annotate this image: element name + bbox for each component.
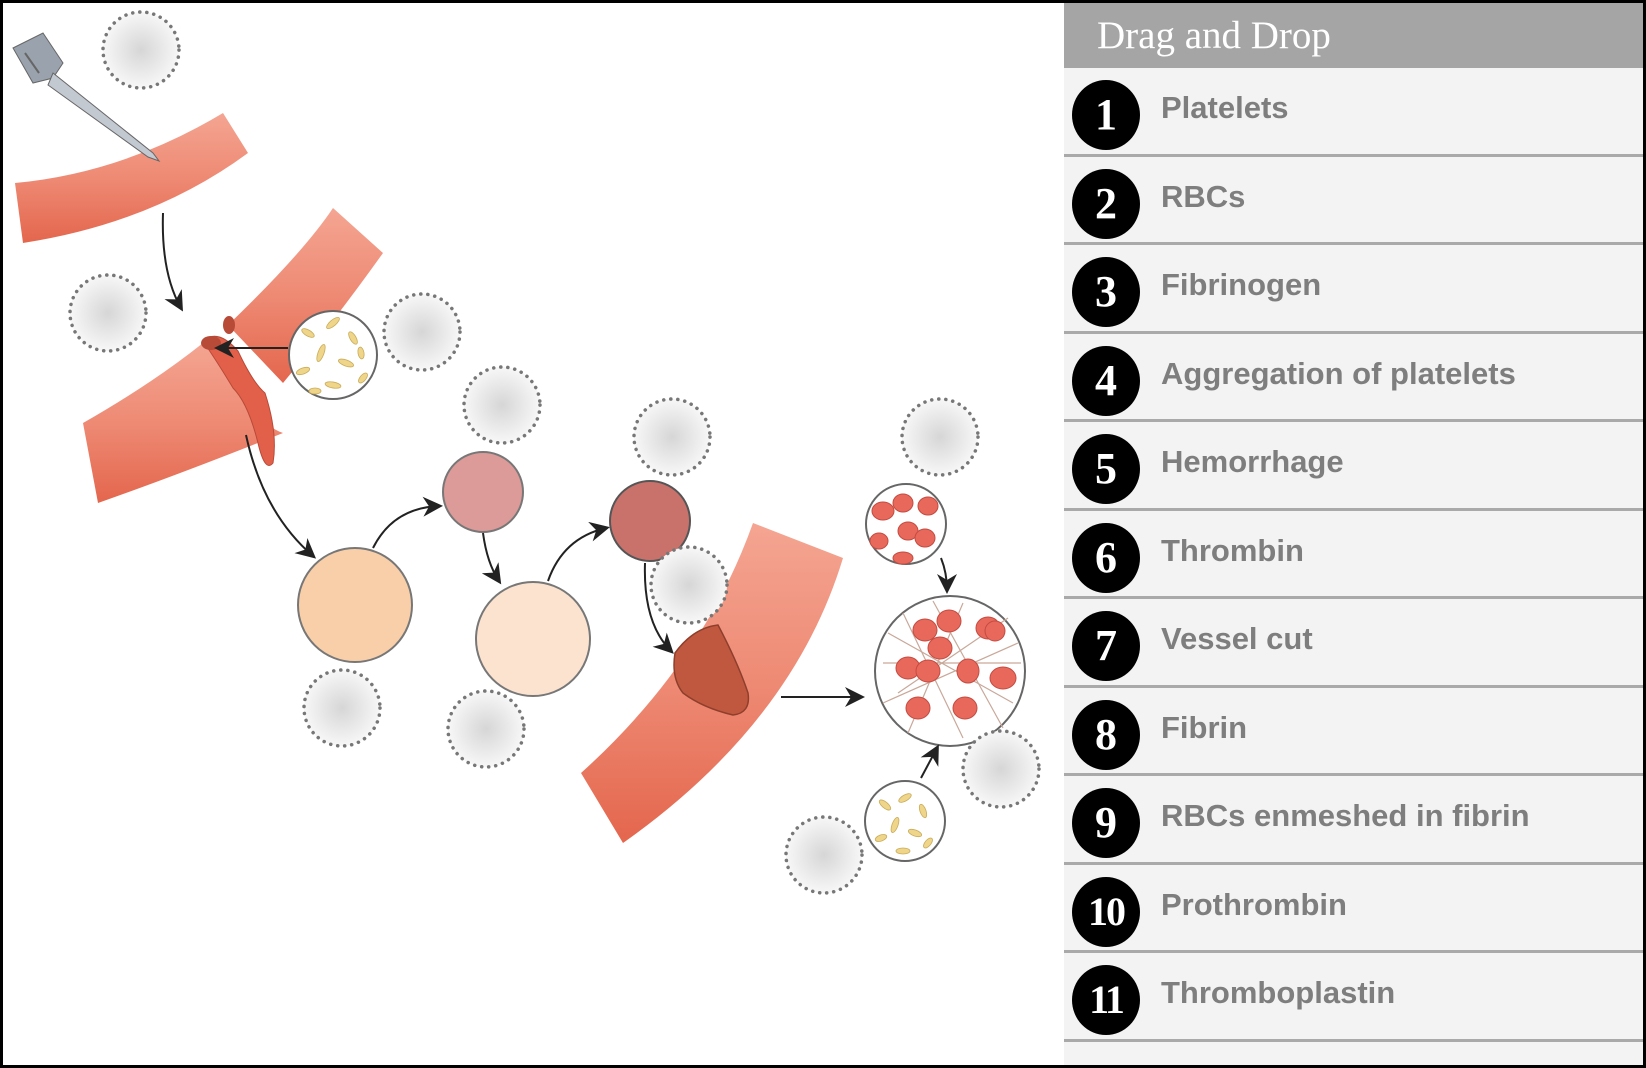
draggable-item-thromboplastin[interactable]: 11 Thromboplastin <box>1064 953 1643 1042</box>
draggable-item-rbcs-enmeshed-in-fibrin[interactable]: 9 RBCs enmeshed in fibrin <box>1064 776 1643 865</box>
number-badge: 6 <box>1072 523 1140 593</box>
scalpel-icon <box>12 32 161 163</box>
item-label: Vessel cut <box>1161 621 1313 656</box>
item-label: RBCs <box>1161 179 1246 214</box>
number-badge: 3 <box>1072 257 1140 327</box>
drop-zone-5[interactable] <box>632 397 712 477</box>
number-badge: 7 <box>1072 611 1140 681</box>
draggable-item-aggregation-of-platelets[interactable]: 4 Aggregation of platelets <box>1064 334 1643 422</box>
drop-zone-2[interactable] <box>68 273 148 353</box>
flow-arrow <box>936 557 957 594</box>
draggable-item-hemorrhage[interactable]: 5 Hemorrhage <box>1064 422 1643 511</box>
draggable-item-fibrin[interactable]: 8 Fibrin <box>1064 688 1643 776</box>
factor-circle <box>442 451 524 533</box>
drop-zone-6[interactable] <box>900 397 980 477</box>
item-label: Aggregation of platelets <box>1161 356 1516 391</box>
factor-circle <box>297 547 413 663</box>
number-badge: 2 <box>1072 169 1140 239</box>
draggable-item-rbcs[interactable]: 2 RBCs <box>1064 157 1643 245</box>
item-label: Platelets <box>1161 90 1289 125</box>
flow-arrow <box>547 521 610 582</box>
number-badge: 1 <box>1072 80 1140 150</box>
rbcs-magnified <box>865 483 947 565</box>
flow-arrow <box>920 744 939 779</box>
drop-zone-1[interactable] <box>101 10 181 90</box>
vessel-cut-illustration <box>12 32 248 243</box>
number-badge: 5 <box>1072 434 1140 504</box>
flow-arrow <box>481 532 502 585</box>
item-label: Prothrombin <box>1161 887 1347 922</box>
item-label: Fibrin <box>1161 710 1248 745</box>
item-label: Thrombin <box>1161 533 1304 568</box>
drop-zone-4[interactable] <box>462 365 542 445</box>
drop-zone-7[interactable] <box>649 545 729 625</box>
flow-arrow <box>643 562 674 654</box>
app-frame: Drag and Drop 1 Platelets 2 RBCs 3 Fibrinog… <box>3 3 1643 1065</box>
draggable-item-thrombin[interactable]: 6 Thrombin <box>1064 511 1643 599</box>
factor-circle <box>475 581 591 697</box>
flow-arrow <box>372 496 443 549</box>
draggable-item-vessel-cut[interactable]: 7 Vessel cut <box>1064 599 1643 688</box>
hemostasis-diagram <box>3 3 1064 1065</box>
drop-zones <box>68 10 1041 895</box>
rbcs-enmeshed-in-fibrin-magnified <box>874 595 1026 747</box>
draggable-item-platelets[interactable]: 1 Platelets <box>1064 68 1643 157</box>
panel-title: Drag and Drop <box>1064 3 1643 68</box>
drop-zone-11[interactable] <box>784 815 864 895</box>
draggable-items-list: 1 Platelets 2 RBCs 3 Fibrinogen 4 Aggregatio… <box>1064 68 1643 1042</box>
drop-zone-9[interactable] <box>446 689 526 769</box>
drop-zone-10[interactable] <box>961 729 1041 809</box>
number-badge: 8 <box>1072 700 1140 770</box>
drop-zone-8[interactable] <box>302 668 382 748</box>
draggable-item-fibrinogen[interactable]: 3 Fibrinogen <box>1064 245 1643 334</box>
drop-zone-3[interactable] <box>382 292 462 372</box>
number-badge: 9 <box>1072 788 1140 858</box>
platelets-magnified-lower <box>864 780 946 862</box>
flow-arrow <box>161 212 183 312</box>
diagram-svg <box>12 10 1041 895</box>
number-badge: 10 <box>1072 877 1140 947</box>
item-label: Thromboplastin <box>1161 975 1396 1010</box>
drag-and-drop-panel: Drag and Drop 1 Platelets 2 RBCs 3 Fibrinog… <box>1064 3 1643 1065</box>
clot-vessel-illustration <box>581 523 843 843</box>
factor-circle <box>609 480 691 562</box>
item-label: Hemorrhage <box>1161 444 1344 479</box>
number-badge: 4 <box>1072 346 1140 416</box>
item-label: RBCs enmeshed in fibrin <box>1161 798 1530 833</box>
flow-arrow <box>245 434 317 559</box>
platelets-magnified <box>288 310 378 400</box>
number-badge: 11 <box>1072 965 1140 1035</box>
draggable-item-prothrombin[interactable]: 10 Prothrombin <box>1064 865 1643 953</box>
item-label: Fibrinogen <box>1161 267 1322 302</box>
